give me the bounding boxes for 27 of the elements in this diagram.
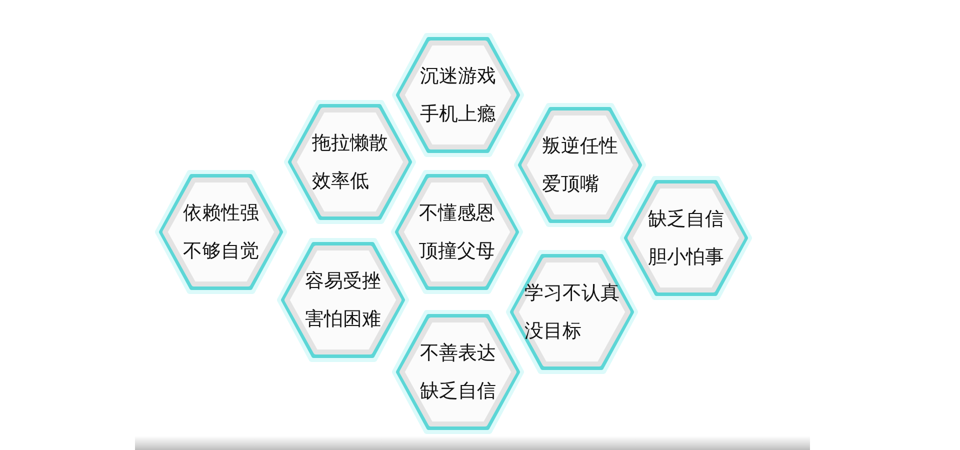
tile-label: 效率低 xyxy=(312,170,369,192)
hexagon-tile xyxy=(620,176,752,300)
tile-label: 容易受挫 xyxy=(305,270,381,292)
tile-label: 拖拉懒散 xyxy=(312,132,388,154)
hexagon-tile xyxy=(277,238,409,362)
tile-label: 没目标 xyxy=(524,320,582,342)
tile-label: 缺乏自信 xyxy=(648,208,724,230)
tile-label: 手机上瘾 xyxy=(420,103,496,125)
tile-label: 不够自觉 xyxy=(183,240,259,262)
tile-label: 不懂感恩 xyxy=(419,202,495,224)
hexagon-tile xyxy=(392,33,524,157)
tile-label: 缺乏自信 xyxy=(420,380,496,402)
tile-label: 胆小怕事 xyxy=(648,246,724,268)
tile-label: 不善表达 xyxy=(420,342,496,364)
tile-label: 顶撞父母 xyxy=(419,240,495,262)
tile-label: 害怕困难 xyxy=(305,308,381,330)
hexagon-tile xyxy=(391,170,523,294)
hexagon-tile xyxy=(392,310,524,434)
hexagon-tile xyxy=(284,100,416,224)
tile-label: 沉迷游戏 xyxy=(420,65,496,87)
tile-label: 学习不认真 xyxy=(524,282,620,304)
tile-label: 依赖性强 xyxy=(183,202,259,224)
hexagon-tile xyxy=(514,103,646,227)
tile-label: 叛逆任性 xyxy=(542,135,618,157)
hexagon-tile xyxy=(506,250,638,374)
hexagon-tile xyxy=(155,170,287,294)
tile-label: 爱顶嘴 xyxy=(542,173,599,195)
